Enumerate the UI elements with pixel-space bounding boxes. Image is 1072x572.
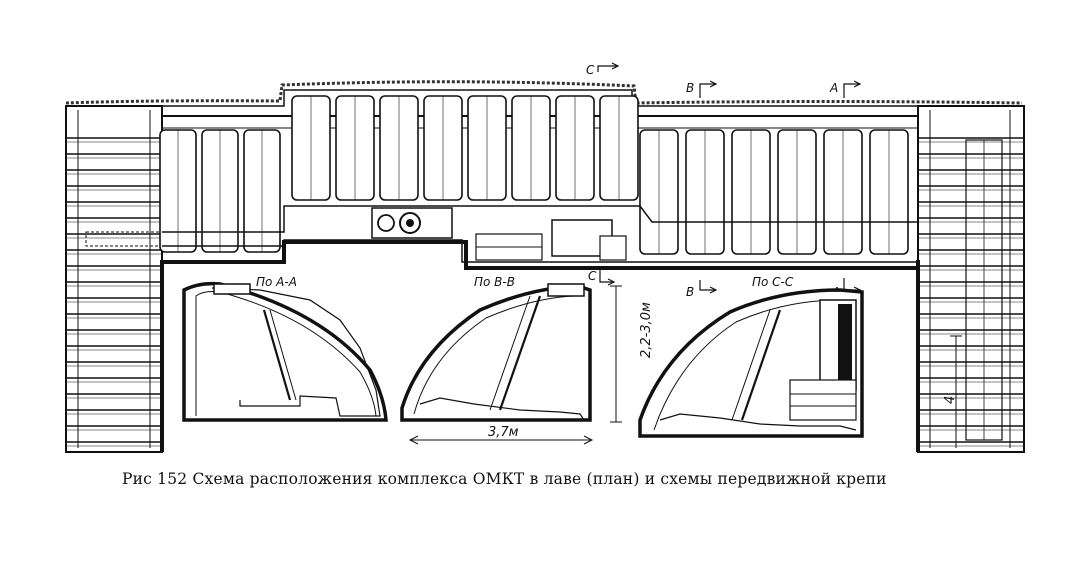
section-cc-label: По С-С [752, 275, 794, 289]
svg-text:B: B [686, 81, 694, 95]
powered-supports [160, 96, 908, 254]
section-mark-a-top: A [829, 81, 860, 98]
figure-caption: Рис 152 Схема расположения комплекса ОМК… [122, 470, 887, 488]
svg-text:A: A [829, 81, 838, 95]
height-dimension: 2,2-3,0м [639, 302, 654, 358]
right-dimension: 4 [943, 396, 958, 404]
section-aa-label: По А-А [256, 275, 297, 289]
section-bb-label: По В-В [474, 275, 515, 289]
svg-text:B: B [686, 285, 694, 299]
left-gate-road [66, 106, 162, 452]
width-dimension: 3,7м [488, 425, 519, 440]
right-gate-road: 4 [918, 106, 1024, 452]
section-mark-b-top: B [686, 81, 716, 98]
svg-text:C: C [588, 269, 597, 283]
svg-text:C: C [586, 63, 595, 77]
section-mark-c-top: C [586, 63, 618, 77]
